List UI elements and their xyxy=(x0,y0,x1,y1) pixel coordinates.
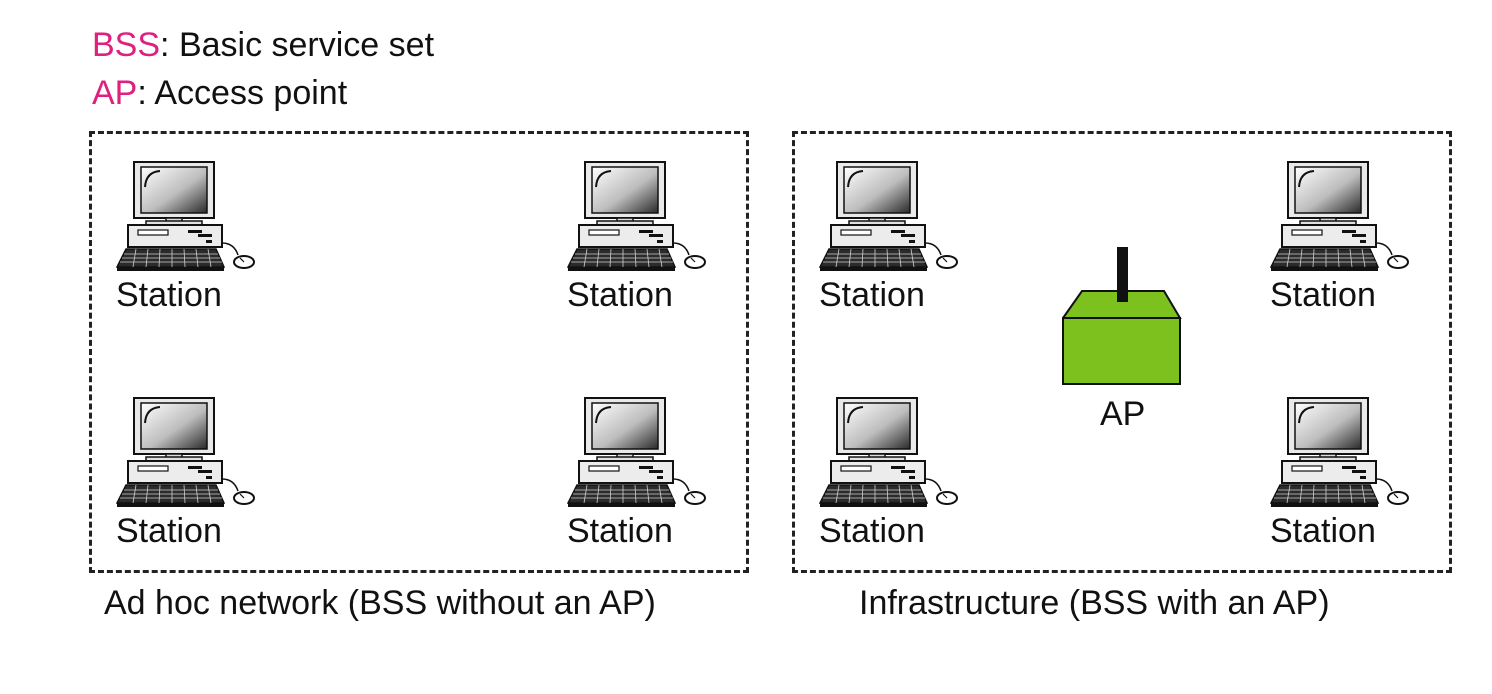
legend-ap: AP: Access point xyxy=(92,73,347,113)
station: Station xyxy=(1270,161,1420,321)
legend-bss: BSS: Basic service set xyxy=(92,25,434,65)
station: Station xyxy=(116,161,266,321)
station: Station xyxy=(567,161,717,321)
station-label: Station xyxy=(567,512,673,550)
station-label: Station xyxy=(1270,512,1376,550)
station-label: Station xyxy=(116,276,222,314)
infrastructure-network-box xyxy=(792,131,1452,573)
station-label: Station xyxy=(819,512,925,550)
station: Station xyxy=(819,161,969,321)
legend-abbr-bss: BSS xyxy=(92,26,161,64)
legend-abbr-ap: AP xyxy=(92,74,138,112)
station: Station xyxy=(567,397,717,557)
station: Station xyxy=(819,397,969,557)
adhoc-network-box xyxy=(89,131,749,573)
access-point-label: AP xyxy=(1100,395,1146,433)
legend-text-bss: : Basic service set xyxy=(160,26,435,64)
station: Station xyxy=(116,397,266,557)
infrastructure-caption: Infrastructure (BSS with an AP) xyxy=(859,584,1330,622)
access-point: AP xyxy=(1061,246,1182,436)
station: Station xyxy=(1270,397,1420,557)
station-label: Station xyxy=(567,276,673,314)
adhoc-caption: Ad hoc network (BSS without an AP) xyxy=(104,584,656,622)
station-label: Station xyxy=(819,276,925,314)
legend-text-ap: : Access point xyxy=(137,74,348,112)
access-point-icon xyxy=(1061,247,1182,390)
station-label: Station xyxy=(1270,276,1376,314)
station-label: Station xyxy=(116,512,222,550)
